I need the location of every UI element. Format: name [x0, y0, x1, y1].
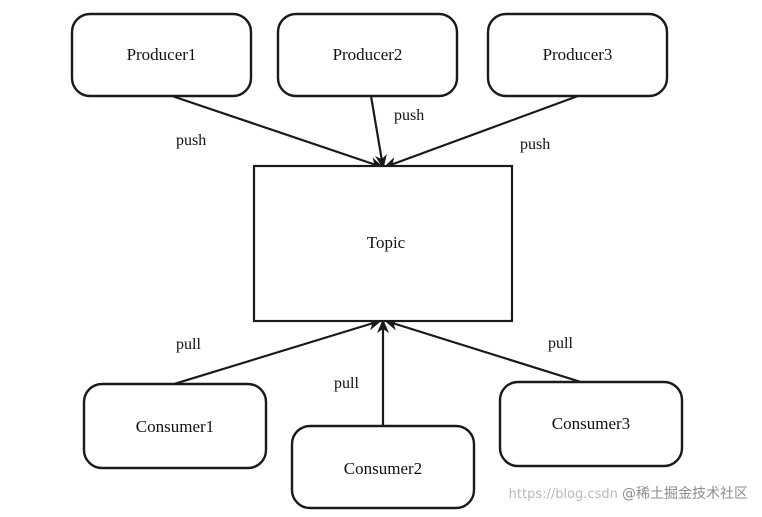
node-label-consumer1: Consumer1 — [136, 417, 214, 436]
node-consumer3: Consumer3 — [498, 380, 684, 468]
watermark-url: https://blog.csdn — [508, 487, 618, 502]
node-consumer1: Consumer1 — [82, 382, 268, 470]
watermark: https://blog.csdn @稀土掘金技术社区 — [509, 483, 748, 503]
node-topic: Topic — [252, 164, 514, 323]
producer-nodes: Producer1 Producer2 Producer3 — [70, 12, 669, 98]
edge-consumer3-topic — [384, 318, 582, 384]
edge-label-consumer1: pull — [176, 336, 201, 353]
edges — [171, 94, 582, 426]
edge-label-producer3: push — [520, 136, 550, 153]
edge-label-producer2: push — [394, 107, 424, 124]
node-label-producer2: Producer2 — [333, 45, 403, 64]
edge-label-consumer3: pull — [548, 335, 573, 352]
node-producer1: Producer1 — [70, 12, 253, 98]
edge-label-producer1: push — [176, 132, 206, 149]
node-label-consumer3: Consumer3 — [552, 414, 630, 433]
consumer-nodes: Consumer1 Consumer2 Consumer3 — [82, 380, 684, 510]
watermark-brand: @稀土掘金技术社区 — [622, 486, 748, 502]
edge-producer1-topic — [171, 94, 384, 169]
edge-producer3-topic — [383, 94, 579, 169]
edge-consumer1-topic — [173, 318, 382, 386]
node-consumer2: Consumer2 — [290, 424, 476, 510]
node-producer3: Producer3 — [486, 12, 669, 98]
node-label-topic: Topic — [367, 233, 406, 252]
edge-label-consumer2: pull — [334, 375, 359, 392]
node-label-producer3: Producer3 — [543, 45, 613, 64]
node-producer2: Producer2 — [276, 12, 459, 98]
node-label-consumer2: Consumer2 — [344, 459, 422, 478]
edge-labels: push push push pull pull pull — [176, 107, 573, 392]
node-label-producer1: Producer1 — [127, 45, 197, 64]
edge-producer2-topic — [369, 95, 387, 169]
